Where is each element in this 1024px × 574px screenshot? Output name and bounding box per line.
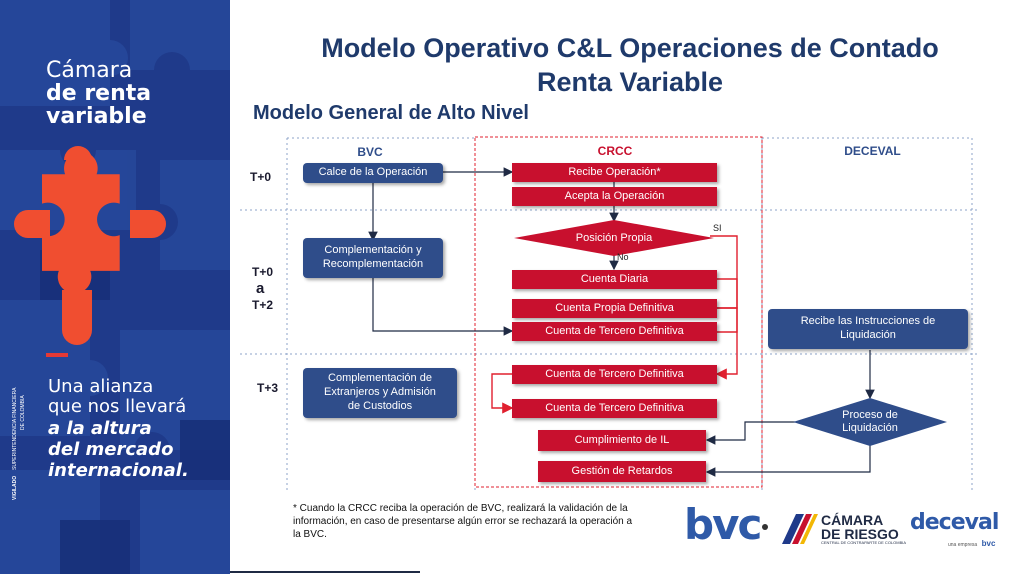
box-calce-label: Calce de la Operación — [318, 166, 428, 179]
time-t2: T+2 — [252, 298, 274, 312]
box-cuenta-propia-label: Cuenta Propia Definitiva — [555, 301, 674, 314]
box-gestion-retardos: Gestión de Retardos — [538, 461, 706, 482]
red-dash — [46, 353, 68, 357]
camara-logo-l1: CÁMARA — [821, 512, 884, 528]
box-cuenta-diaria: Cuenta Diaria — [512, 270, 717, 289]
deceval-logo-bvc: bvc — [981, 539, 996, 548]
time-a: a — [256, 280, 265, 297]
tagline-bold-3: internacional. — [48, 460, 189, 481]
decision-posicion-propia: Posición Propia — [514, 220, 714, 256]
camara-logo-l2: DE RIESGO — [821, 526, 899, 542]
box-complementacion-l1: Complementación y — [324, 244, 422, 257]
side-text-2: DE COLOMBIA — [20, 395, 26, 430]
camara-riesgo-logo: CÁMARA DE RIESGO CENTRAL DE CONTRAPARTE … — [821, 513, 906, 545]
bvc-logo: bvc — [684, 500, 762, 549]
box-calce-operacion: Calce de la Operación — [303, 163, 443, 183]
box-tercero-3-label: Cuenta de Tercero Definitiva — [545, 401, 684, 414]
box-instrucciones-l2: Liquidación — [840, 329, 896, 341]
box-tercero-1-label: Cuenta de Tercero Definitiva — [545, 324, 684, 337]
footer-line — [230, 571, 420, 573]
proceso-l2: Liquidación — [842, 422, 898, 434]
tagline-bold-2: del mercado — [48, 439, 174, 460]
side-text-3: VIGILADO — [12, 475, 18, 500]
box-recibe-operacion: Recibe Operación* — [512, 163, 717, 182]
box-acepta-label: Acepta la Operación — [564, 189, 665, 202]
lane-bvc: BVC — [357, 145, 383, 159]
title-line-1: Modelo Operativo C&L Operaciones de Cont… — [321, 33, 939, 63]
box-recibe-instrucciones: Recibe las Instrucciones de Liquidación — [768, 309, 968, 349]
box-cuenta-tercero-1: Cuenta de Tercero Definitiva — [512, 322, 717, 341]
puzzle-piece-icon — [42, 151, 120, 294]
brand-line-3: variable — [46, 104, 147, 129]
box-extranjeros-l2: Extranjeros y Admisión — [324, 386, 436, 399]
separator-dot — [762, 524, 768, 530]
box-extranjeros-l1: Complementación de — [328, 372, 432, 385]
side-text-1: SUPERINTENDENCIA FINANCIERA — [12, 387, 18, 470]
puzzle-background — [0, 0, 230, 574]
decision-proceso-liquidacion: Proceso de Liquidación — [793, 398, 947, 446]
box-cumplimiento-il: Cumplimiento de IL — [538, 430, 706, 451]
box-cuenta-tercero-3: Cuenta de Tercero Definitiva — [512, 399, 717, 418]
deceval-logo-sub: una empresa — [948, 542, 978, 548]
box-tercero-2-label: Cuenta de Tercero Definitiva — [545, 367, 684, 380]
box-cuenta-diaria-label: Cuenta Diaria — [580, 272, 649, 285]
decision-posicion-propia-shape — [514, 220, 714, 256]
camara-logo-l3: CENTRAL DE CONTRAPARTE DE COLOMBIA — [821, 540, 907, 545]
tagline-1: Una alianza — [48, 376, 154, 397]
sidebar-panel: Cámara de renta variable Una alianza que… — [0, 0, 230, 574]
deceval-logo: deceval una empresa bvc — [910, 510, 999, 550]
box-recibe-label: Recibe Operación* — [568, 165, 661, 178]
brand-line-2: de renta — [46, 81, 152, 106]
proceso-l1: Proceso de — [842, 408, 898, 421]
lane-crcc: CRCC — [597, 144, 633, 158]
time-t0b: T+0 — [252, 265, 274, 279]
box-cumplimiento-label: Cumplimiento de IL — [574, 433, 670, 446]
box-extranjeros: Complementación de Extranjeros y Admisió… — [303, 368, 457, 418]
box-retardos-label: Gestión de Retardos — [571, 464, 673, 477]
decision-proceso-liquidacion-shape — [793, 398, 947, 446]
tagline-2: que nos llevará — [48, 396, 187, 417]
label-si: SI — [713, 223, 722, 233]
box-complementacion: Complementación y Recomplementación — [303, 238, 443, 278]
time-t0: T+0 — [250, 170, 272, 184]
subtitle: Modelo General de Alto Nivel — [253, 102, 529, 124]
camara-riesgo-icon — [782, 514, 818, 544]
footnote: * Cuando la CRCC reciba la operación de … — [293, 503, 633, 540]
brand-line-1: Cámara — [46, 58, 133, 83]
box-complementacion-l2: Recomplementación — [322, 258, 424, 270]
box-instrucciones-l1: Recibe las Instrucciones de — [800, 315, 936, 328]
box-cuenta-tercero-2: Cuenta de Tercero Definitiva — [512, 365, 717, 384]
time-t3: T+3 — [257, 381, 279, 395]
decision-label: Posición Propia — [575, 232, 653, 244]
box-cuenta-propia-definitiva: Cuenta Propia Definitiva — [512, 299, 717, 318]
tagline-bold-1: a la altura — [48, 418, 152, 439]
title-line-2: Renta Variable — [536, 67, 724, 97]
box-extranjeros-l3: de Custodios — [347, 399, 413, 412]
lane-deceval: DECEVAL — [844, 144, 901, 158]
label-no: No — [617, 252, 629, 262]
box-acepta-operacion: Acepta la Operación — [512, 187, 717, 206]
bvc-logo-text: bvc — [684, 500, 762, 549]
deceval-logo-text: deceval — [910, 510, 999, 535]
